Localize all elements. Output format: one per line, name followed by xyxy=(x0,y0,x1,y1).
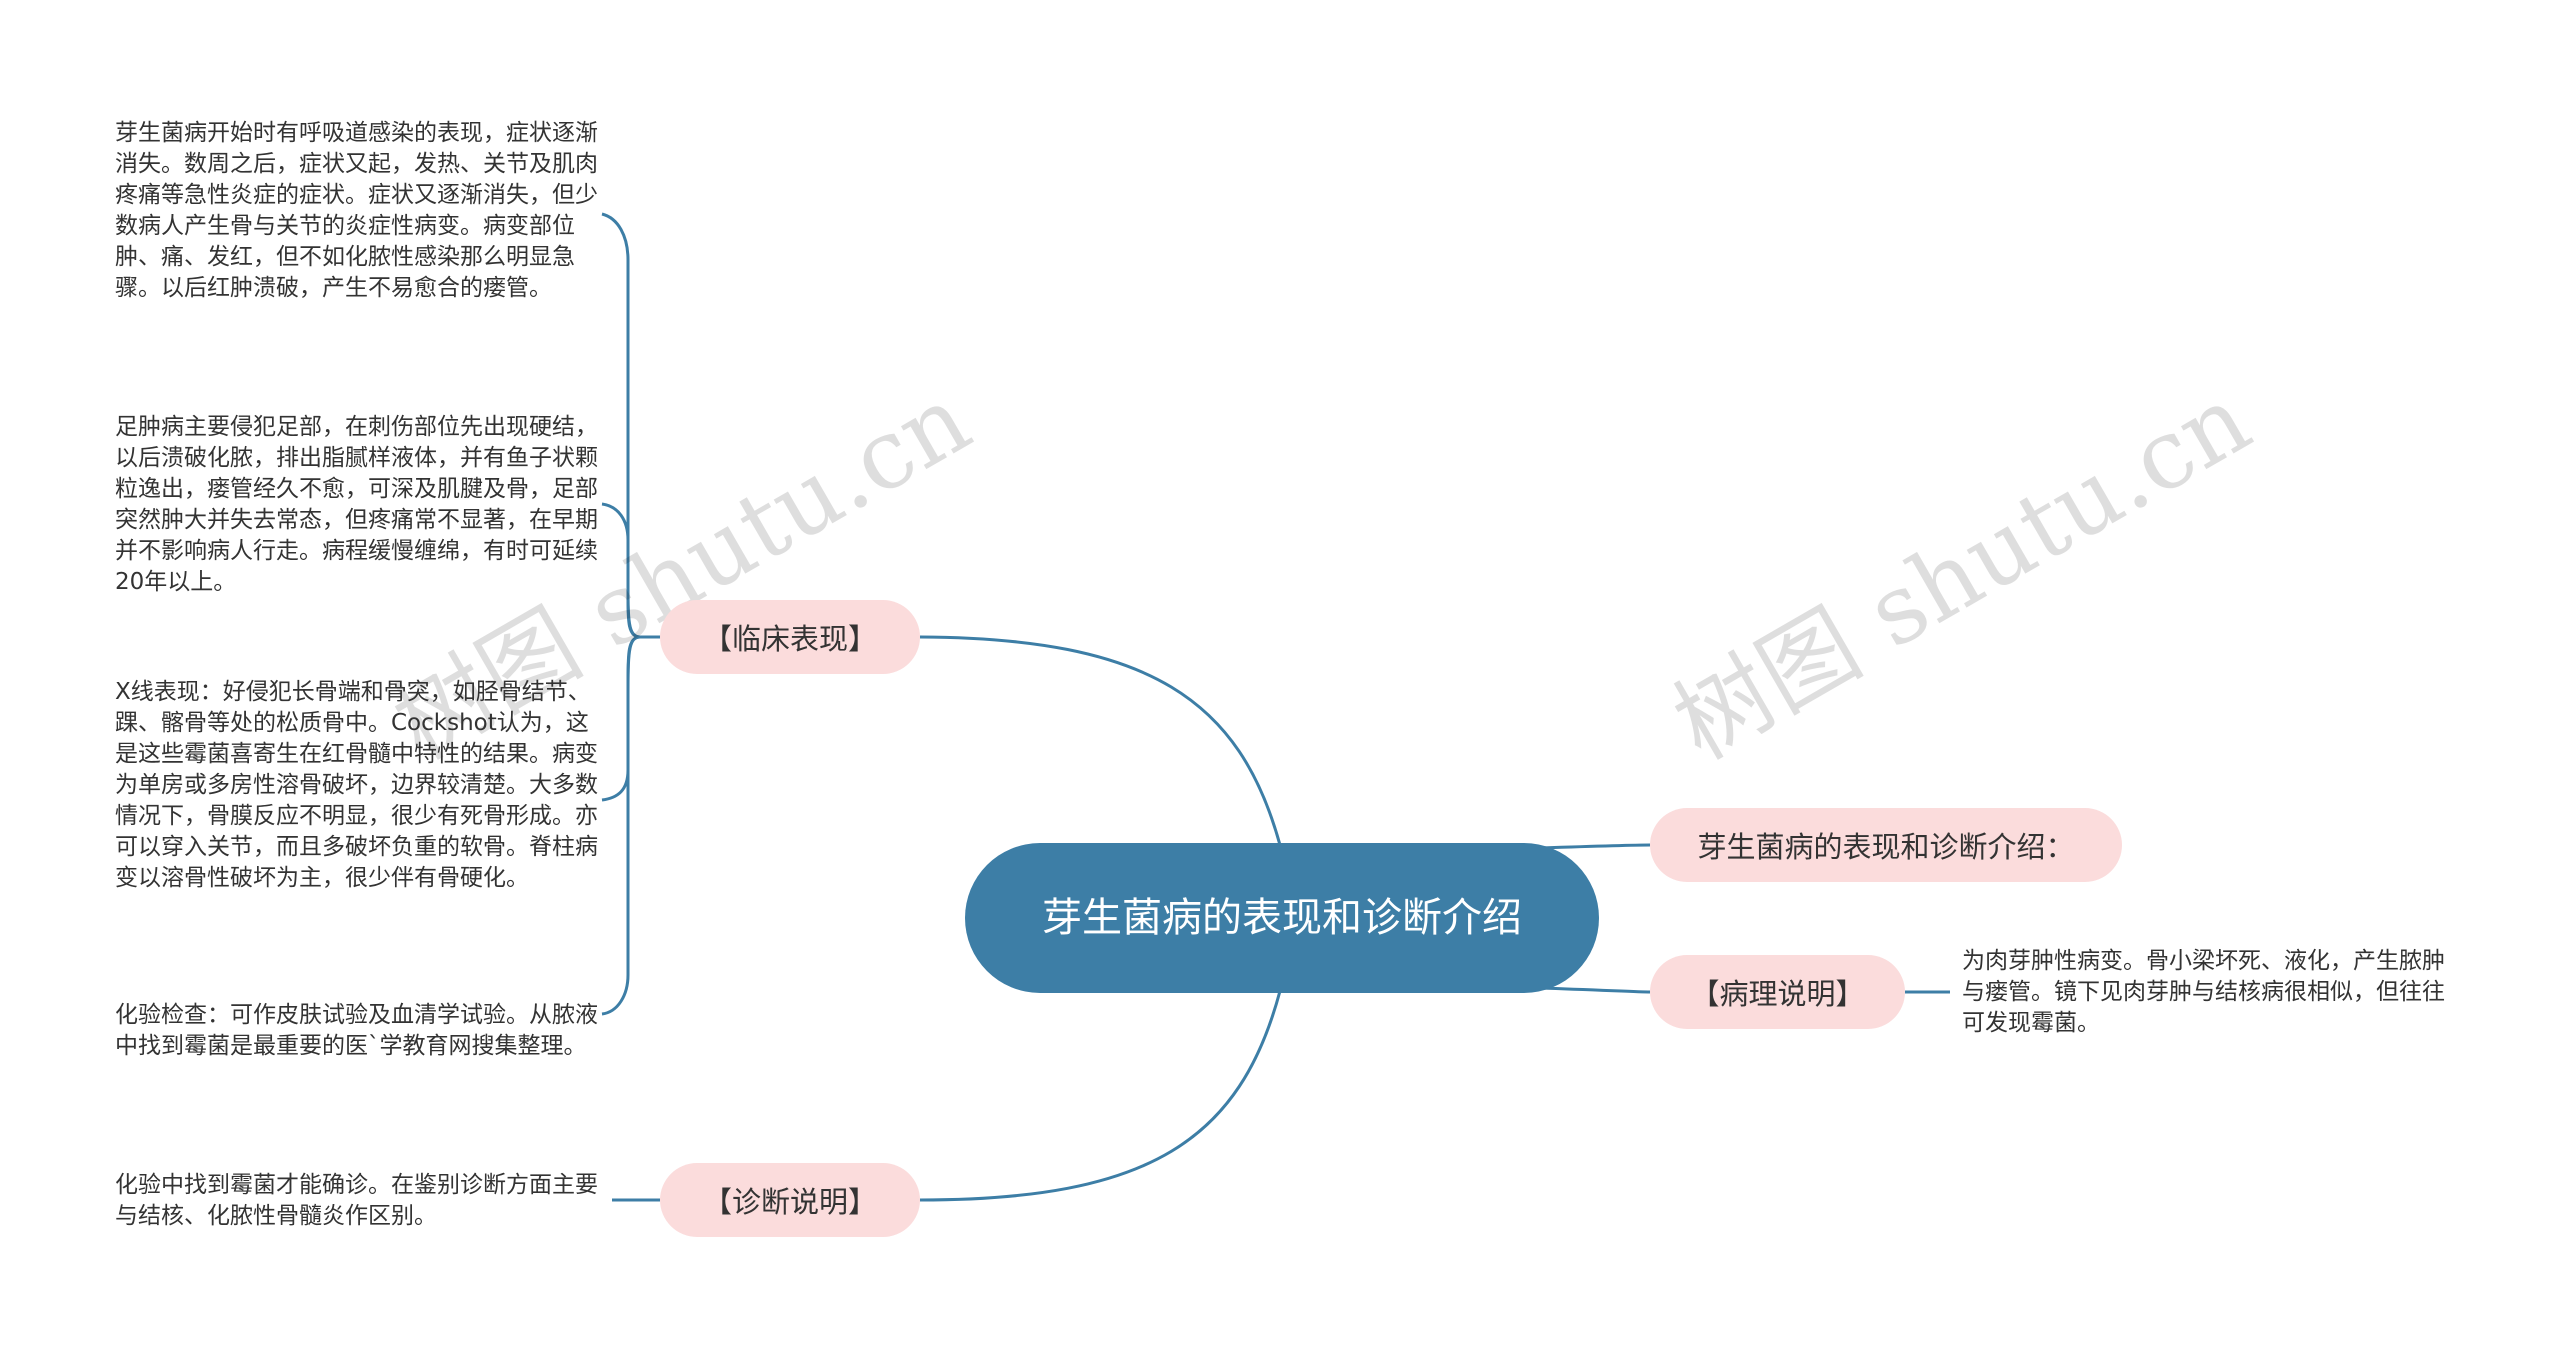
clinical-leaf-1: 芽生菌病开始时有呼吸道感染的表现，症状逐渐消失。数周之后，症状又起，发热、关节及… xyxy=(115,120,598,301)
clinical-leaf-3: X线表现：好侵犯长骨端和骨突，如胫骨结节、踝、髂骨等处的松质骨中。Cocksho… xyxy=(115,679,598,891)
link-root-clinical xyxy=(919,635,1282,846)
link-clinical-leaf-2 xyxy=(601,502,641,639)
clinical-branch-node[interactable]: 【临床表现】 xyxy=(660,600,920,674)
link-clinical-leaf-4 xyxy=(601,635,641,1016)
pathology-branch-node[interactable]: 【病理说明】 xyxy=(1650,955,1905,1029)
link-root-intro xyxy=(1539,843,1651,850)
root-title: 芽生菌病的表现和诊断介绍 xyxy=(1042,895,1522,941)
clinical-leaf-2: 足肿病主要侵犯足部，在刺伤部位先出现硬结，以后溃破化脓，排出脂腻样液体，并有鱼子… xyxy=(115,414,598,595)
intro-branch-node[interactable]: 芽生菌病的表现和诊断介绍： xyxy=(1650,808,2122,882)
pathology-leaf: 为肉芽肿性病变。骨小梁坏死、液化，产生脓肿与瘘管。镜下见肉芽肿与结核病很相似，但… xyxy=(1962,948,2445,1036)
clinical-leaf-4: 化验检查：可作皮肤试验及血清学试验。从脓液中找到霉菌是最重要的医`学教育网搜集整… xyxy=(115,1002,598,1059)
root-node[interactable]: 芽生菌病的表现和诊断介绍 xyxy=(965,843,1599,993)
link-root-pathology xyxy=(1539,986,1651,994)
diagnosis-leaf: 化验中找到霉菌才能确诊。在鉴别诊断方面主要与结核、化脓性骨髓炎作区别。 xyxy=(115,1172,598,1229)
link-root-diagnosis xyxy=(919,990,1282,1202)
diagnosis-branch-node[interactable]: 【诊断说明】 xyxy=(660,1163,920,1237)
